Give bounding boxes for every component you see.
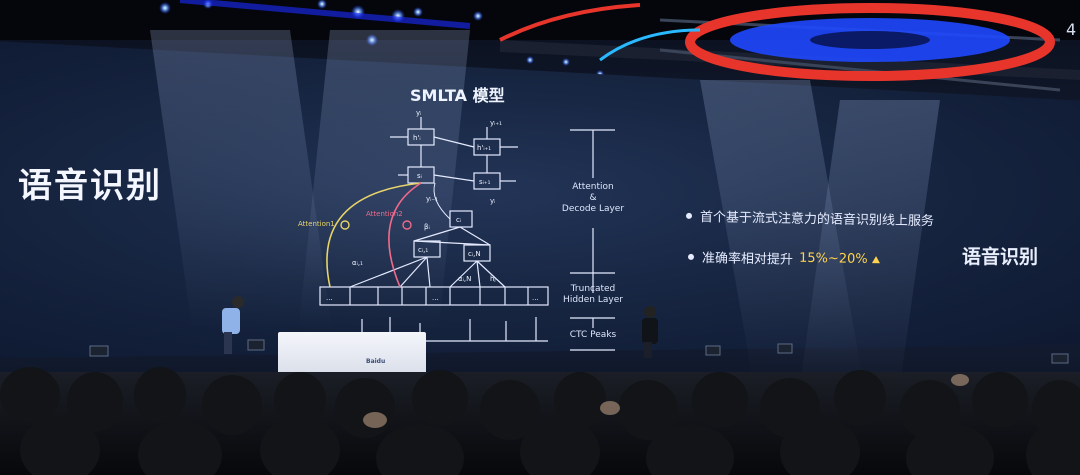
slide-left-title: 语音识别 (18, 166, 162, 206)
presenter-right (642, 306, 658, 358)
label-alphan: αᵢ,N (458, 275, 471, 283)
label-h-node-next: h'ᵢ₊₁ (477, 144, 491, 152)
presenter-left (222, 296, 244, 354)
layer-label-truncated: Truncated Hidden Layer (563, 284, 623, 305)
label-cn: cᵢ,N (468, 250, 481, 258)
label-attention1: Attention1 (298, 220, 335, 228)
attention2-marker-icon (402, 220, 412, 230)
label-h-j: hⱼ (490, 275, 496, 283)
label-s-node-next: sᵢ₊₁ (479, 178, 491, 186)
label-alpha1: αᵢ,₁ (352, 259, 363, 267)
label-y-mid: yᵢ (490, 197, 495, 205)
label-c-node: cᵢ (456, 216, 461, 224)
podium-logo: Baidu (366, 358, 386, 365)
label-s-node: sᵢ (417, 172, 422, 180)
label-y-top: yᵢ (416, 109, 421, 117)
layer-label-ctc: CTC Peaks (569, 330, 617, 340)
label-c1: cᵢ,₁ (418, 246, 428, 254)
podium (278, 332, 426, 378)
label-attention2: Attention2 (366, 210, 403, 218)
slide-right-title: 语音识别 (962, 246, 1039, 268)
label-beta: βᵢ (424, 223, 430, 231)
label-dots: ... (432, 294, 439, 302)
label-dots: ... (532, 294, 539, 302)
corner-number: 4 (1066, 20, 1077, 39)
attention1-marker-icon (340, 220, 350, 230)
layer-bracket (570, 129, 615, 351)
label-dots: ... (326, 294, 333, 302)
label-y-top-next: yᵢ₊₁ (490, 119, 502, 127)
label-h-node: h'ᵢ (413, 134, 421, 142)
diagram-title: SMLTA 模型 (410, 86, 505, 105)
stage-lights (0, 0, 1080, 128)
label-y-prev: yᵢ₋₁ (426, 195, 438, 203)
layer-label-attention: Attention & Decode Layer (561, 182, 625, 214)
